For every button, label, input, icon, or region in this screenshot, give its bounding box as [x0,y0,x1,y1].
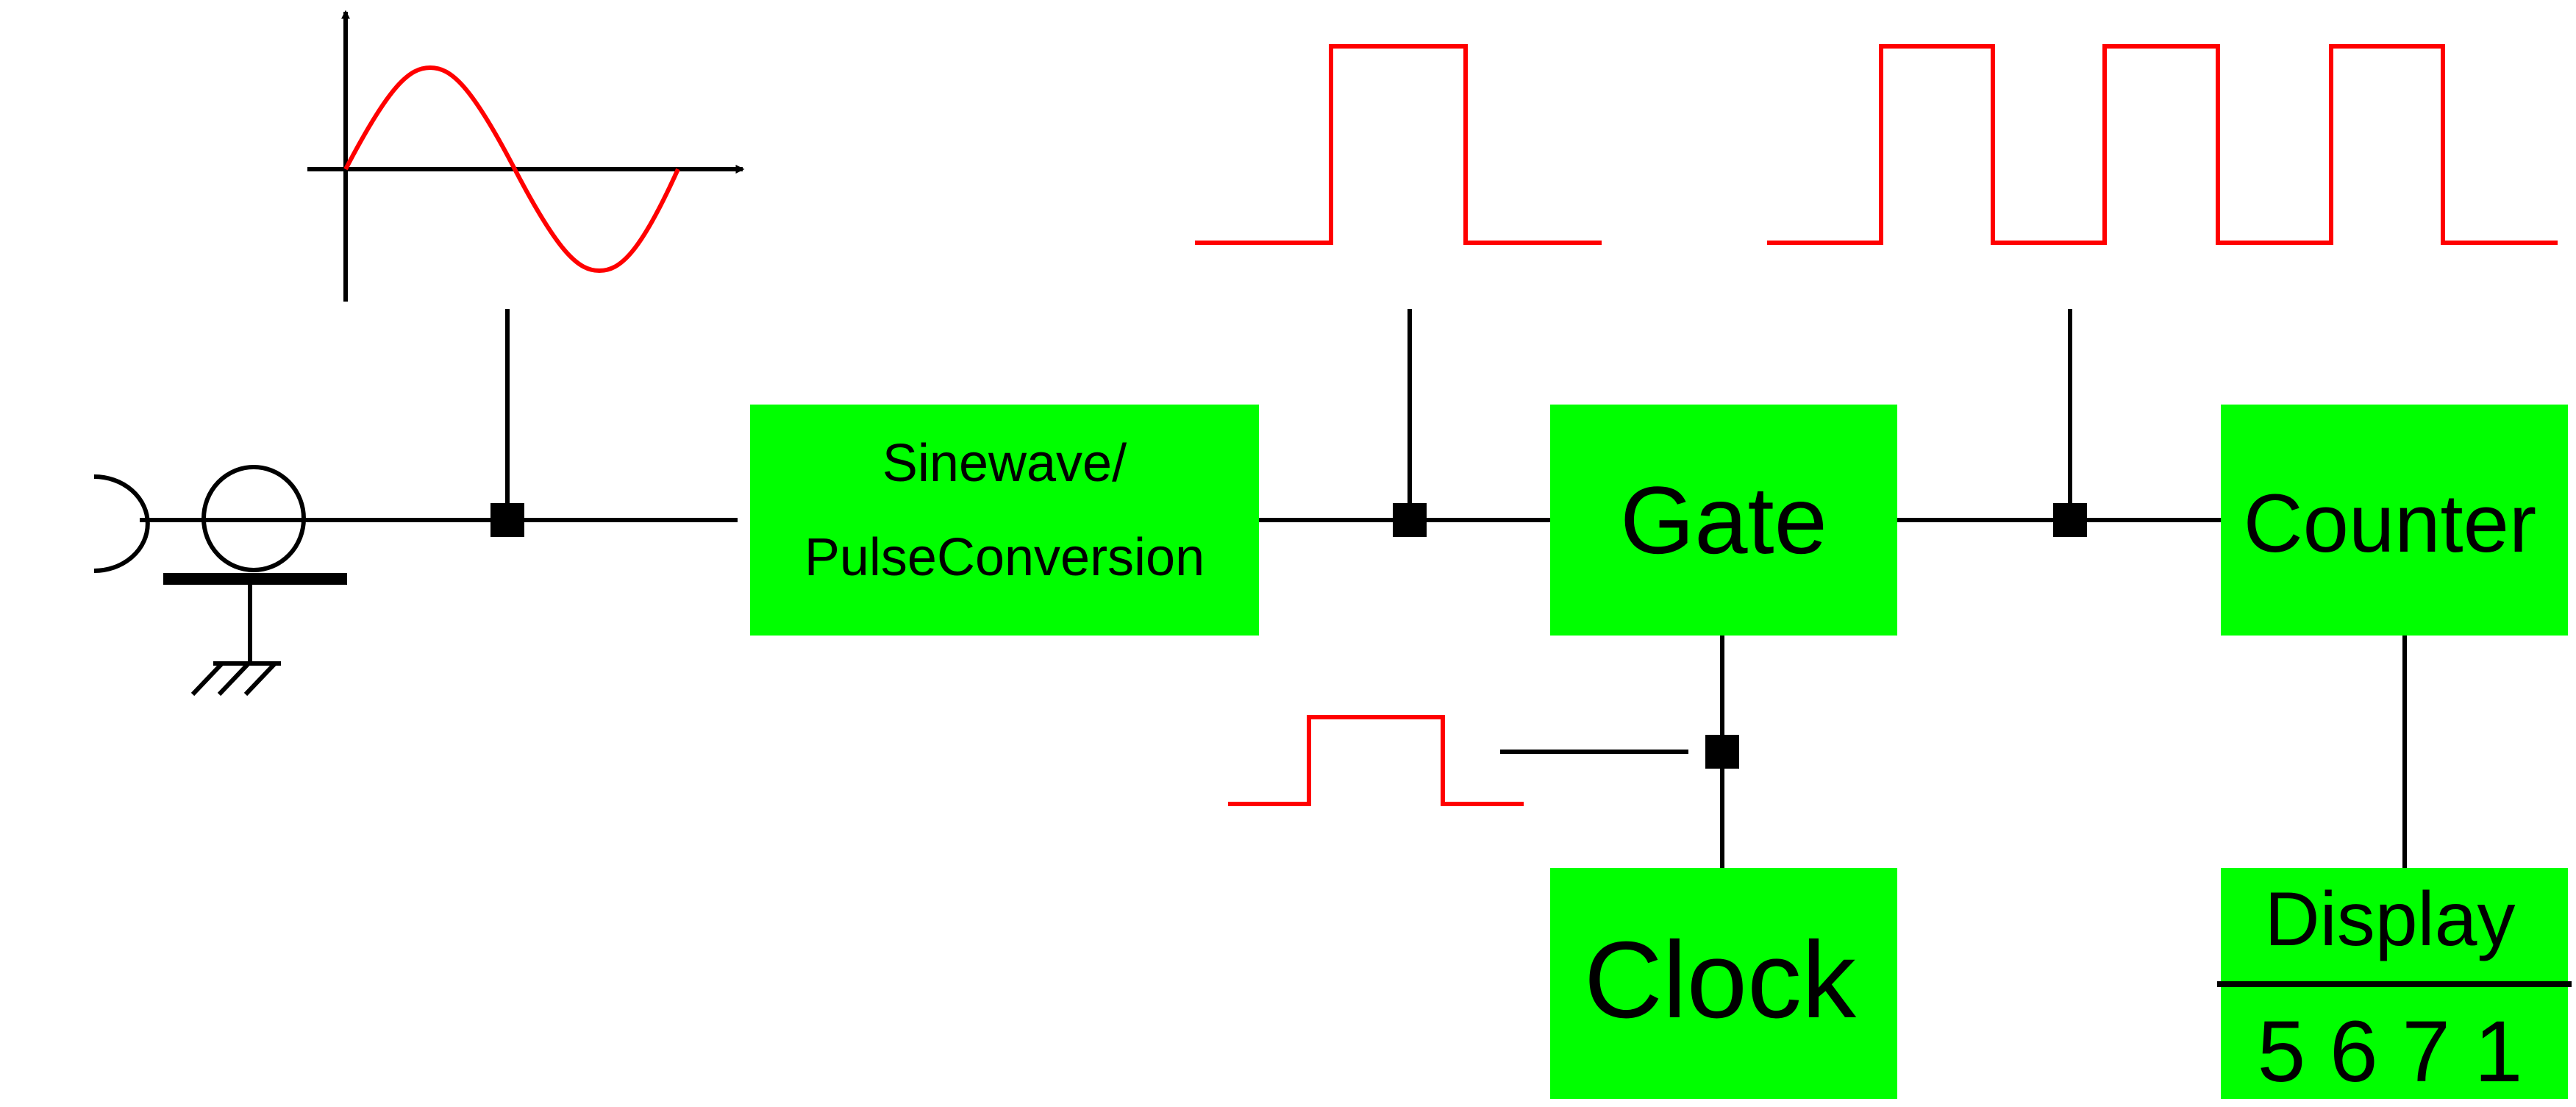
junction-dot-icon [1393,503,1427,537]
converter-block: Sinewave/ PulseConversion [750,405,1259,636]
junction-dot-icon [2053,503,2087,537]
clock-output-pulse [1228,715,1524,806]
gate-label: Gate [1620,466,1827,574]
probe-lines [505,309,2072,520]
display-label: Display [2265,877,2516,962]
clock-block: Clock [1550,868,1897,1099]
converter-output-pulse [1195,44,1602,245]
display-block: Display 5 6 7 1 [2217,868,2572,1100]
counter-block: Counter [2221,405,2568,636]
sine-wave [343,65,680,274]
display-readout: 5 6 7 1 [2258,1003,2523,1100]
input-connector-icon [93,465,347,663]
clock-label: Clock [1584,919,1857,1041]
junction-dot-icon [490,503,524,537]
converter-label-line2: PulseConversion [804,528,1205,587]
junctions [490,503,2087,769]
junction-dot-icon [1705,735,1739,769]
counter-label: Counter [2244,477,2536,569]
connector-plug [93,474,150,573]
square-waves [1195,44,2558,806]
gate-block: Gate [1550,405,1897,636]
sine-wave-plot [307,10,745,302]
converter-label-line1: Sinewave/ [882,434,1127,493]
main-signal-wires [140,518,2407,868]
gate-output-pulse-train [1767,44,2558,245]
connector-ring [201,465,306,572]
ground-icon [190,661,281,697]
